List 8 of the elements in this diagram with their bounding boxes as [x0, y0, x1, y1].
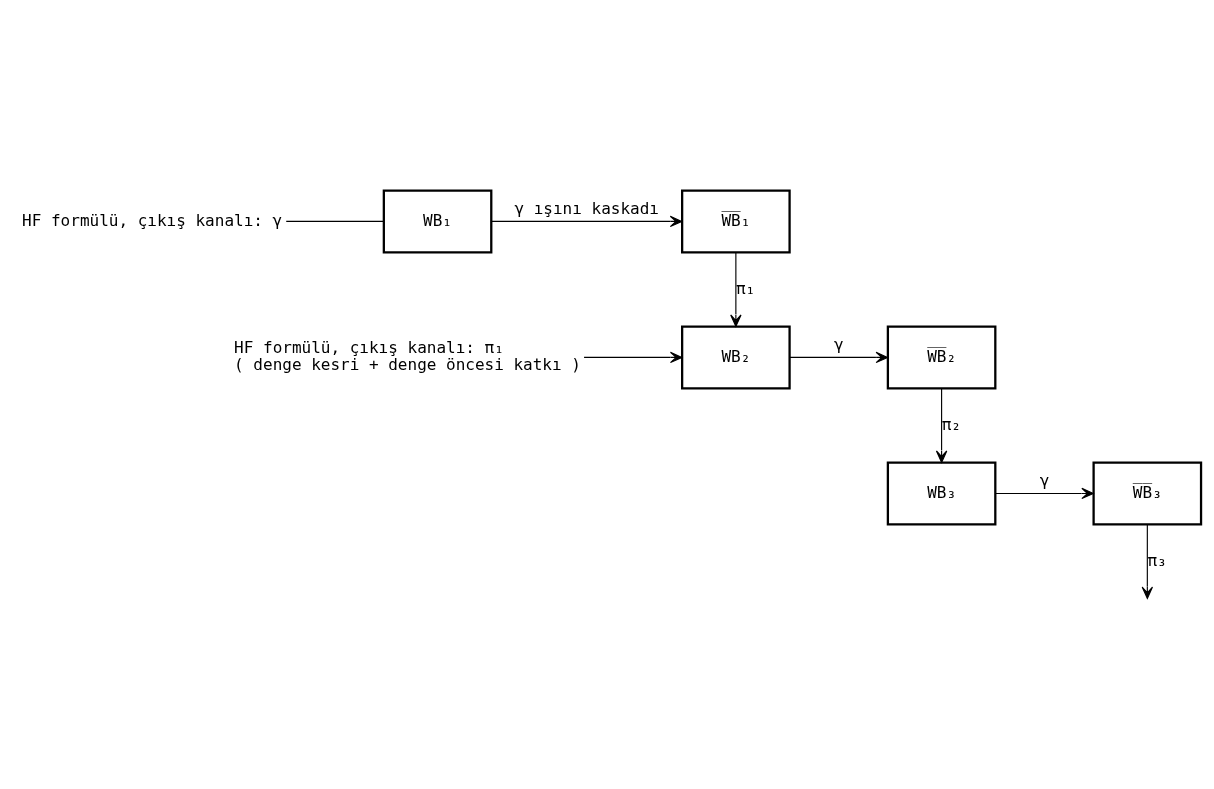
edge-label: π₁ — [735, 278, 756, 298]
node-text: HF formülü, çıkış kanalı: γ — [22, 210, 283, 230]
node-text: HF formülü, çıkış kanalı: π₁ — [234, 337, 504, 357]
edge-label: π₂ — [941, 414, 961, 434]
edge-label: π₃ — [1147, 550, 1167, 570]
edge-label: γ — [833, 334, 844, 354]
edge-label: γ ışını kaskadı — [514, 198, 659, 218]
edge-label: γ — [1039, 470, 1050, 490]
